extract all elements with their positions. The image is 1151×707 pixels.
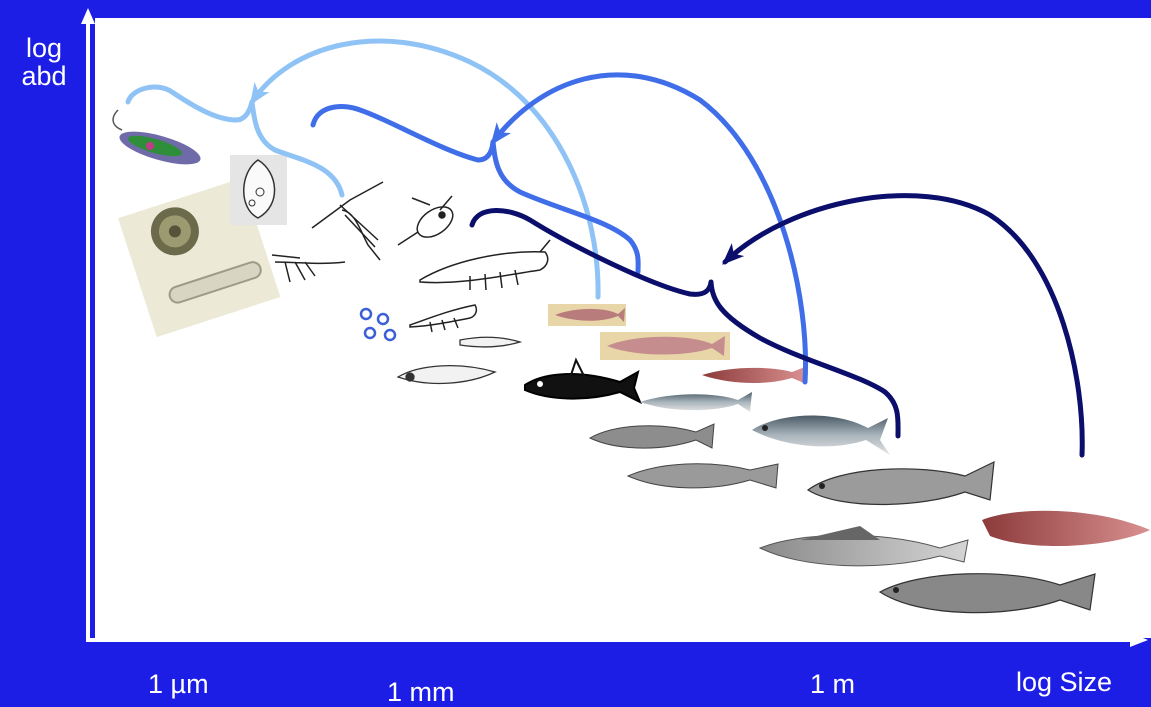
fish-image-cod (806, 460, 995, 506)
fish-image-sardine (640, 392, 752, 412)
x-tick-1um: 1 µm (148, 669, 209, 699)
fish-image-pollock (878, 573, 1096, 614)
plot-panel (95, 18, 1151, 638)
arrow-mid (490, 72, 808, 385)
brace-mid (310, 104, 641, 275)
phytoplankton-group (112, 109, 287, 338)
axes (81, 8, 1148, 647)
larval-fish-image (396, 336, 523, 385)
fish-eggs (359, 307, 397, 342)
arrow-dark (722, 193, 1085, 458)
euglena-image (112, 109, 201, 165)
larva-image (271, 254, 346, 283)
copepod-image-1 (311, 181, 384, 261)
krill-image-1 (419, 239, 551, 291)
anchovy-photo-large (600, 332, 730, 360)
zooplankton-group (271, 181, 551, 333)
x-axis-label: log Size (1016, 667, 1113, 697)
ciliate-image (230, 155, 287, 225)
x-tick-1m: 1 m (810, 669, 856, 699)
x-tick-1mm: 1 mm (387, 677, 455, 707)
fish-image-red-small (702, 367, 805, 384)
fish-image-speckled-2 (626, 463, 779, 489)
brace-light (125, 84, 345, 198)
y-axis-label-line1: log (25, 33, 63, 63)
fish-image-red-large (982, 510, 1150, 547)
krill-image-2 (409, 304, 478, 333)
lanternfish-image (524, 357, 642, 405)
arrow-light (249, 38, 601, 300)
fish-image-hake (758, 526, 969, 567)
anchovy-photo-small (548, 304, 626, 326)
fish-image-speckled-1 (588, 423, 715, 449)
feeding-arrows (125, 38, 1085, 458)
y-axis-arrowhead (81, 8, 95, 24)
brace-dark (469, 208, 901, 439)
copepod-image-2 (397, 195, 454, 246)
x-axis-arrowhead (1130, 633, 1148, 647)
y-axis-label-line2: abd (21, 61, 67, 91)
fish-image-mackerel (752, 415, 890, 455)
y-axis-label: log abd (4, 34, 84, 90)
